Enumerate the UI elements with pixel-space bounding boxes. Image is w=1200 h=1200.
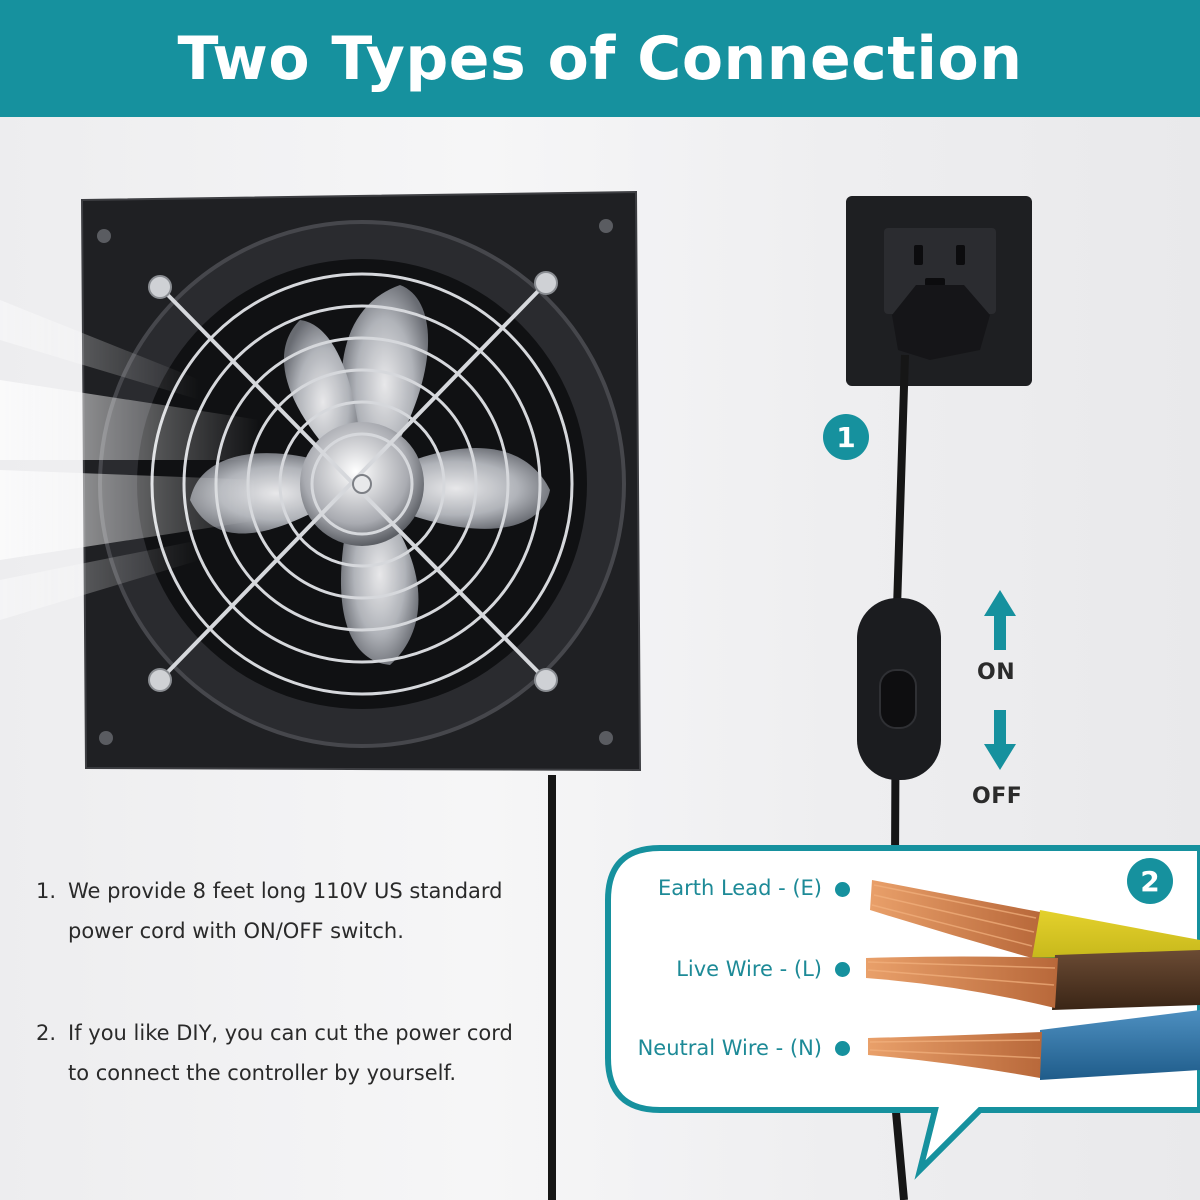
airflow-effect: [0, 300, 260, 620]
step-two-badge: 2: [1127, 858, 1173, 904]
info-item-2: 2. If you like DIY, you can cut the powe…: [36, 1013, 536, 1093]
step-one-badge: 1: [823, 414, 869, 460]
wire-label-earth: Earth Lead - (E): [657, 876, 822, 900]
info-item-line: to connect the controller by yourself.: [68, 1061, 457, 1085]
info-item-line: We provide 8 feet long 110V US standard: [68, 879, 503, 903]
wire-pointer-dot: [835, 962, 850, 977]
on-arrow-icon: [984, 590, 1016, 650]
wall-outlet: [846, 196, 1032, 386]
header-banner: Two Types of Connection: [0, 0, 1200, 117]
wire-pointer-dot: [835, 882, 850, 897]
switch-off-label: OFF: [972, 784, 1023, 809]
info-item-1: 1. We provide 8 feet long 110V US standa…: [36, 871, 536, 951]
wire-label-neutral: Neutral Wire - (N): [637, 1036, 822, 1060]
switch-on-label: ON: [977, 660, 1016, 685]
wire-pointer-dot: [835, 1041, 850, 1056]
info-item-number: 2.: [36, 1021, 57, 1045]
info-item-number: 1.: [36, 879, 57, 903]
off-arrow-icon: [984, 710, 1016, 770]
wire-illustrations: [866, 880, 1200, 1080]
inline-switch: [857, 598, 941, 780]
wire-label-live: Live Wire - (L): [676, 957, 822, 981]
exhaust-fan: [80, 190, 642, 772]
info-item-line: If you like DIY, you can cut the power c…: [68, 1021, 513, 1045]
page-title: Two Types of Connection: [177, 23, 1023, 94]
info-item-line: power cord with ON/OFF switch.: [68, 919, 404, 943]
